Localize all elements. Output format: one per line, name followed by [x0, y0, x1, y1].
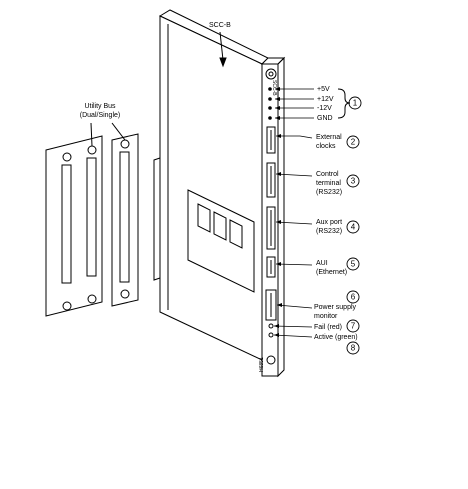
led-gnd — [268, 116, 272, 120]
power-supply-monitor-connector — [265, 289, 277, 321]
utility-bus-plate-dual — [45, 135, 103, 317]
scc-b-board — [153, 9, 269, 361]
callout-3-line3: (RS232) — [316, 189, 342, 196]
led-plus12v — [268, 97, 272, 101]
callout-6: 6 — [346, 290, 360, 304]
connector-arrowheads — [274, 134, 282, 337]
fail-led — [268, 323, 274, 329]
callout-3: 3 — [346, 174, 360, 188]
callout-7-line1: Fail (red) — [314, 324, 342, 331]
callout-5-line1: AUI — [316, 260, 328, 267]
utility-bus-label-line1: Utility Bus — [84, 103, 116, 110]
aui-connector — [266, 256, 276, 278]
bottom-screw — [266, 355, 276, 365]
callout-2-number: 2 — [351, 138, 356, 147]
callout-2: 2 — [346, 135, 360, 149]
board-chip — [197, 203, 211, 233]
utility-bus-leader-dual — [90, 122, 93, 147]
top-screw — [265, 68, 277, 80]
utility-bus-leader-single — [111, 122, 126, 141]
power-bracket — [337, 88, 351, 119]
callout-2-line2: clocks — [316, 143, 336, 150]
power-arrowheads — [275, 87, 280, 120]
callout-4-number: 4 — [351, 223, 356, 232]
callout-4: 4 — [346, 220, 360, 234]
active-led — [268, 332, 274, 338]
board-label-leader — [219, 31, 224, 61]
callout-7-number: 7 — [351, 322, 356, 331]
callout-1-number: 1 — [353, 99, 358, 108]
callout-8: 8 — [346, 341, 360, 355]
power-label-5v: +5V — [317, 86, 330, 93]
figure-id: H6851 — [259, 357, 265, 372]
utility-bus-label-line2: (Dual/Single) — [80, 112, 120, 119]
control-terminal-connector — [266, 162, 276, 198]
callout-1: 1 — [348, 96, 362, 110]
callout-6-line1: Power supply — [314, 304, 357, 311]
power-label-gnd: GND — [317, 115, 333, 122]
utility-bus-plate-single — [111, 133, 139, 307]
callout-4-line2: (RS232) — [316, 228, 342, 235]
callout-5: 5 — [346, 257, 360, 271]
external-clocks-connector — [266, 126, 276, 154]
callout-2-line1: External — [316, 134, 342, 141]
callout-3-line2: terminal — [316, 180, 341, 187]
callout-3-line1: Control — [316, 171, 339, 178]
callout-7: 7 — [346, 319, 360, 333]
faceplate-label: SCC-B — [271, 80, 277, 96]
callout-3-number: 3 — [351, 177, 356, 186]
power-leaders — [275, 88, 314, 119]
led-minus12v — [268, 106, 272, 110]
led-5v — [268, 87, 272, 91]
connector-leaders — [273, 135, 313, 338]
scc-b-faceplate — [260, 56, 286, 378]
board-chip-area — [187, 189, 255, 293]
power-label-minus12v: -12V — [317, 105, 332, 112]
callout-6-line2: monitor — [314, 313, 338, 320]
board-chip — [229, 219, 243, 249]
callout-5-number: 5 — [351, 260, 356, 269]
callout-6-number: 6 — [351, 293, 356, 302]
board-chip — [213, 211, 227, 241]
board-label: SCC-B — [209, 22, 231, 29]
callout-5-line2: (Ethernet) — [316, 269, 347, 276]
aux-port-connector — [266, 206, 276, 250]
callout-8-number: 8 — [351, 344, 356, 353]
callout-4-line1: Aux port — [316, 219, 342, 226]
callout-8-line1: Active (green) — [314, 334, 358, 341]
power-label-plus12v: +12V — [317, 96, 334, 103]
